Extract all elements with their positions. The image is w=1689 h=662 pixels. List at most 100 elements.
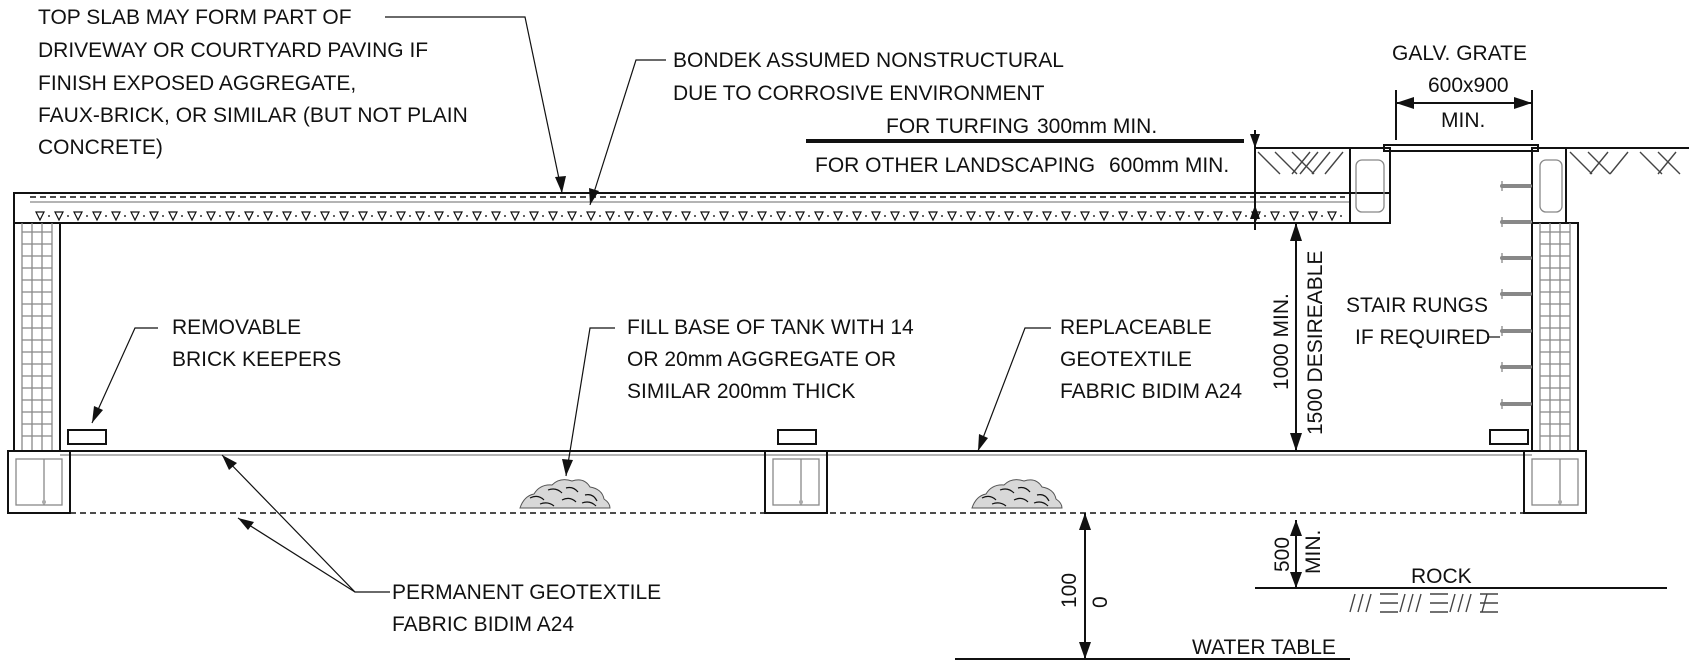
bondek-note-line-1: BONDEK ASSUMED NONSTRUCTURAL bbox=[673, 49, 1064, 72]
grate-note: GALV. GRATE 600x900 MIN. bbox=[1392, 42, 1527, 132]
bondek-dot bbox=[884, 215, 886, 217]
bondek-dot bbox=[1093, 215, 1095, 217]
bondek-dot bbox=[1226, 215, 1228, 217]
fill-base-note: FILL BASE OF TANK WITH 14 OR 20mm AGGREG… bbox=[627, 316, 914, 403]
galv-grate bbox=[1383, 144, 1539, 152]
bondek-note-line-2: DUE TO CORROSIVE ENVIRONMENT bbox=[673, 82, 1045, 105]
fill-base-line-1: FILL BASE OF TANK WITH 14 bbox=[627, 316, 914, 339]
bondek-dot bbox=[732, 215, 734, 217]
bondek-dot bbox=[1112, 215, 1114, 217]
bondek-tick bbox=[244, 211, 254, 222]
top-slab-note: TOP SLAB MAY FORM PART OF DRIVEWAY OR CO… bbox=[38, 6, 468, 159]
bondek-tick bbox=[947, 211, 957, 222]
grate-min: MIN. bbox=[1441, 109, 1485, 132]
bondek-tick bbox=[1042, 211, 1052, 222]
bondek-tick bbox=[814, 211, 824, 222]
brick-keepers-note: REMOVABLE BRICK KEEPERS bbox=[172, 316, 341, 371]
bondek-dot bbox=[1340, 215, 1342, 217]
bondek-dot bbox=[1283, 215, 1285, 217]
bondek-dot bbox=[219, 215, 221, 217]
bondek-tick bbox=[1099, 211, 1109, 222]
bondek-dot bbox=[466, 215, 468, 217]
depth-note: 1000 MIN. 1500 DESIREABLE bbox=[1270, 251, 1327, 435]
bondek-dot bbox=[200, 215, 202, 217]
water-dimension bbox=[1079, 513, 1091, 659]
bondek-tick bbox=[776, 211, 786, 222]
bondek-tick bbox=[453, 211, 463, 222]
bondek-tick bbox=[871, 211, 881, 222]
bondek-dot bbox=[599, 215, 601, 217]
bondek-tick bbox=[73, 211, 83, 222]
bondek-tick bbox=[738, 211, 748, 222]
rock-line bbox=[1255, 587, 1667, 613]
bondek-tick bbox=[263, 211, 273, 222]
bondek-tick bbox=[92, 211, 102, 222]
top-slab-note-line-1: TOP SLAB MAY FORM PART OF bbox=[38, 6, 352, 29]
bondek-dot bbox=[960, 215, 962, 217]
bondek-dot bbox=[827, 215, 829, 217]
rock-dimension-value: 500 bbox=[1271, 537, 1294, 572]
rock-dimension bbox=[1290, 520, 1302, 588]
bondek-dot bbox=[276, 215, 278, 217]
replaceable-fabric-line-3: FABRIC BIDIM A24 bbox=[1060, 380, 1242, 403]
turfing-dimension: 300mm MIN. bbox=[1037, 115, 1157, 138]
bondek-tick bbox=[377, 211, 387, 222]
bondek-dot bbox=[371, 215, 373, 217]
bondek-tick bbox=[586, 211, 596, 222]
bondek-dot bbox=[86, 215, 88, 217]
bondek-tick bbox=[54, 211, 64, 222]
bondek-tick bbox=[206, 211, 216, 222]
bondek-tick bbox=[719, 211, 729, 222]
bondek-tick bbox=[757, 211, 767, 222]
bondek-tick bbox=[1118, 211, 1128, 222]
bondek-dot bbox=[352, 215, 354, 217]
bondek-tick bbox=[643, 211, 653, 222]
bondek-dot bbox=[694, 215, 696, 217]
bondek-dot bbox=[1188, 215, 1190, 217]
bondek-dot bbox=[751, 215, 753, 217]
aggregate-pile-right bbox=[971, 479, 1063, 509]
fill-base-line-2: OR 20mm AGGREGATE OR bbox=[627, 348, 896, 371]
bondek-dot bbox=[1169, 215, 1171, 217]
bondek-dot bbox=[333, 215, 335, 217]
bondek-dot bbox=[1245, 215, 1247, 217]
top-slab-note-line-4: FAUX-BRICK, OR SIMILAR (BUT NOT PLAIN bbox=[38, 104, 468, 127]
bondek-dot bbox=[770, 215, 772, 217]
bondek-tick bbox=[681, 211, 691, 222]
bondek-dot bbox=[865, 215, 867, 217]
bondek-tick bbox=[491, 211, 501, 222]
bondek-dot bbox=[941, 215, 943, 217]
bondek-tick bbox=[1213, 211, 1223, 222]
stair-rungs-note: STAIR RUNGS IF REQUIRED bbox=[1346, 294, 1490, 349]
bondek-tick bbox=[168, 211, 178, 222]
left-wall bbox=[13, 222, 61, 452]
bondek-dot bbox=[1207, 215, 1209, 217]
bondek-dot bbox=[903, 215, 905, 217]
bondek-dot bbox=[181, 215, 183, 217]
bondek-dot bbox=[143, 215, 145, 217]
top-slab bbox=[13, 192, 1391, 224]
bondek-tick bbox=[605, 211, 615, 222]
bondek-tick bbox=[111, 211, 121, 222]
bondek-tick bbox=[1004, 211, 1014, 222]
stair-rungs-line-2: IF REQUIRED bbox=[1355, 326, 1490, 349]
bondek-tick bbox=[149, 211, 159, 222]
bondek-tick bbox=[890, 211, 900, 222]
bondek-dot bbox=[618, 215, 620, 217]
bondek-dot bbox=[637, 215, 639, 217]
bondek-dot bbox=[580, 215, 582, 217]
bondek-dot bbox=[504, 215, 506, 217]
base-footings bbox=[7, 450, 1587, 514]
bondek-dot bbox=[105, 215, 107, 217]
bondek-dot bbox=[124, 215, 126, 217]
bondek-tick bbox=[1289, 211, 1299, 222]
bondek-dot bbox=[485, 215, 487, 217]
leader-lines bbox=[91, 16, 1500, 593]
bondek-tick bbox=[339, 211, 349, 222]
bondek-dot bbox=[1321, 215, 1323, 217]
bondek-dot bbox=[1017, 215, 1019, 217]
grate-dimension bbox=[1395, 90, 1533, 140]
bondek-tick bbox=[833, 211, 843, 222]
rock-dimension-min: MIN. bbox=[1302, 530, 1325, 574]
ground-surface bbox=[1255, 147, 1689, 175]
